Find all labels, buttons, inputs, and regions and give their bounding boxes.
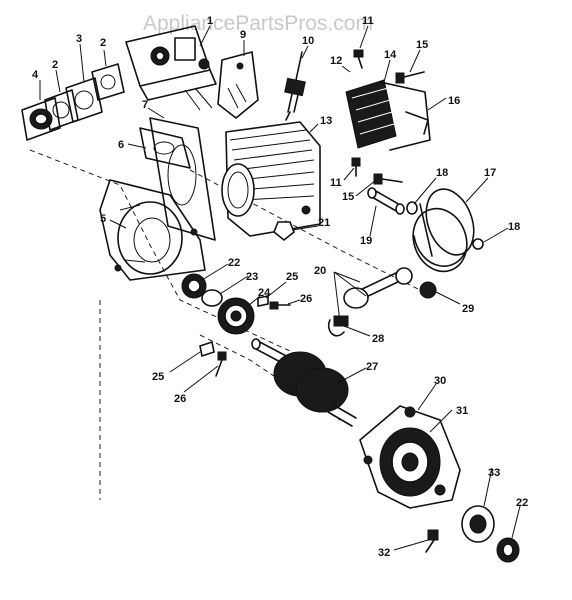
callout-16: 16 [448,95,460,107]
callout-11: 11 [362,15,374,27]
callout-19: 19 [360,235,372,247]
callout-labels: 4 2 3 2 1 9 10 11 12 14 15 16 7 6 13 11 … [32,15,528,559]
callout-26: 26 [300,293,312,305]
callout-22: 22 [228,257,240,269]
part-16-muffler-body [379,81,431,151]
part-1-carburetor [125,25,217,111]
part-24-bearing [217,297,255,335]
callout-23: 23 [246,271,258,283]
part-17-piston [412,188,475,273]
callout-26: 26 [174,393,186,405]
part-3-spacer [65,77,103,123]
part-6-intake-gasket [139,127,191,169]
part-15-bolt-lower [373,173,403,185]
callout-31: 31 [456,405,468,417]
callout-3: 3 [76,33,82,45]
callout-28: 28 [372,333,384,345]
callout-18: 18 [508,221,520,233]
part-22-seal-upper [181,273,207,299]
callout-24: 24 [258,287,271,299]
callout-21: 21 [318,217,330,229]
callout-1: 1 [207,15,213,27]
callout-7: 7 [142,99,148,111]
callout-17: 17 [484,167,496,179]
callout-18: 18 [436,167,448,179]
part-18-clip-lower [472,238,484,250]
part-26-screw-lower [215,351,227,377]
part-9-bracket [217,51,259,119]
part-22-seal-lower [496,537,520,563]
callout-4: 4 [32,69,39,81]
callout-25: 25 [152,371,164,383]
callout-15: 15 [342,191,354,203]
callout-27: 27 [366,361,378,373]
callout-33: 33 [488,467,500,479]
part-13-cylinder [221,121,321,237]
callout-25: 25 [286,271,298,283]
part-5-crankcase-half [99,179,206,281]
part-23-retaining-ring [201,289,223,307]
part-19-wrist-pin [367,187,405,215]
part-15-bolt-top [395,71,425,84]
callout-13: 13 [320,115,332,127]
callout-15: 15 [416,39,428,51]
callout-2: 2 [52,59,58,71]
callout-2: 2 [100,37,106,49]
part-10-spark-plug [284,51,306,121]
part-32-screw [425,529,439,553]
callout-6: 6 [118,139,124,151]
part-28-connecting-rod [327,267,413,337]
part-12-screw [353,49,364,69]
callout-22: 22 [516,497,528,509]
callout-32: 32 [378,547,390,559]
callout-30: 30 [434,375,446,387]
callout-20: 20 [314,265,326,277]
watermark-text: AppliancePartsPros.com [143,12,373,35]
callout-leaders [39,25,521,551]
part-29-needle-bearing [419,281,437,299]
callout-10: 10 [302,35,314,47]
part-25-clip-upper [257,295,269,307]
part-21-nut [273,221,295,242]
part-18-clip-upper [406,201,418,215]
callout-14: 14 [384,49,397,61]
part-31-crankcase-cover [359,405,461,509]
part-27-crankshaft [251,338,357,427]
part-26-screw-upper [269,301,291,310]
callout-9: 9 [240,29,246,41]
part-33-bearing [461,505,495,543]
part-14-muffler-baffle [345,79,397,149]
callout-29: 29 [462,303,474,315]
callout-12: 12 [330,55,342,67]
part-7-cylinder-gasket [149,117,216,241]
part-2-gasket-right [91,63,125,101]
part-25-clip-lower [199,340,215,358]
callout-11: 11 [330,177,342,189]
part-11-screw [351,157,361,177]
callout-5: 5 [100,213,106,225]
part-4-intake-flange [21,97,61,141]
